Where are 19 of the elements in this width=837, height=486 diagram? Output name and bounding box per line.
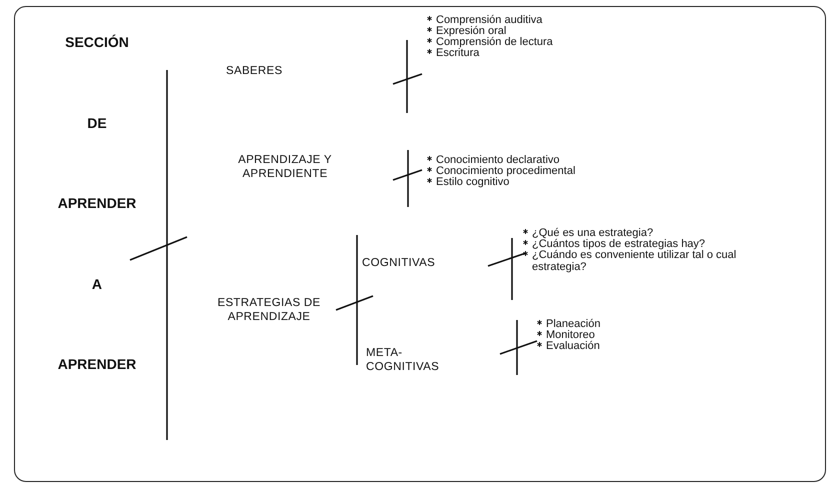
category-heading: APRENDIZAJE Y APRENDIENTE — [237, 153, 333, 181]
bullet-item: Conocimiento procedimental — [436, 166, 576, 177]
bullet-item: ¿Cuándo es conveniente utilizar tal o cual estrategia? — [532, 250, 738, 273]
bullet-item: ¿Qué es una estrategia? — [532, 228, 654, 239]
category-heading: META- COGNITIVAS — [366, 346, 440, 374]
bullet-item: Monitoreo — [546, 330, 595, 341]
bullet-item: Evaluación — [546, 341, 600, 352]
bullet-item: Expresión oral — [436, 26, 506, 37]
category-heading: ESTRATEGIAS DE APRENDIZAJE — [216, 296, 322, 324]
bullet-item: Comprensión auditiva — [436, 15, 542, 26]
category-heading: COGNITIVAS — [362, 256, 436, 270]
bullet-item: Comprensión de lectura — [436, 37, 553, 48]
bullet-item: Estilo cognitivo — [436, 177, 510, 188]
bullet-item: ¿Cuántos tipos de estrategias hay? — [532, 239, 706, 250]
bullet-item: Escritura — [436, 48, 480, 60]
bullet-item: Planeación — [546, 319, 600, 330]
bullet-item: Conocimiento declarativo — [436, 155, 560, 166]
category-heading: SABERES — [226, 64, 284, 78]
title: SECCIÓN DE APRENDER A APRENDER — [58, 33, 136, 374]
